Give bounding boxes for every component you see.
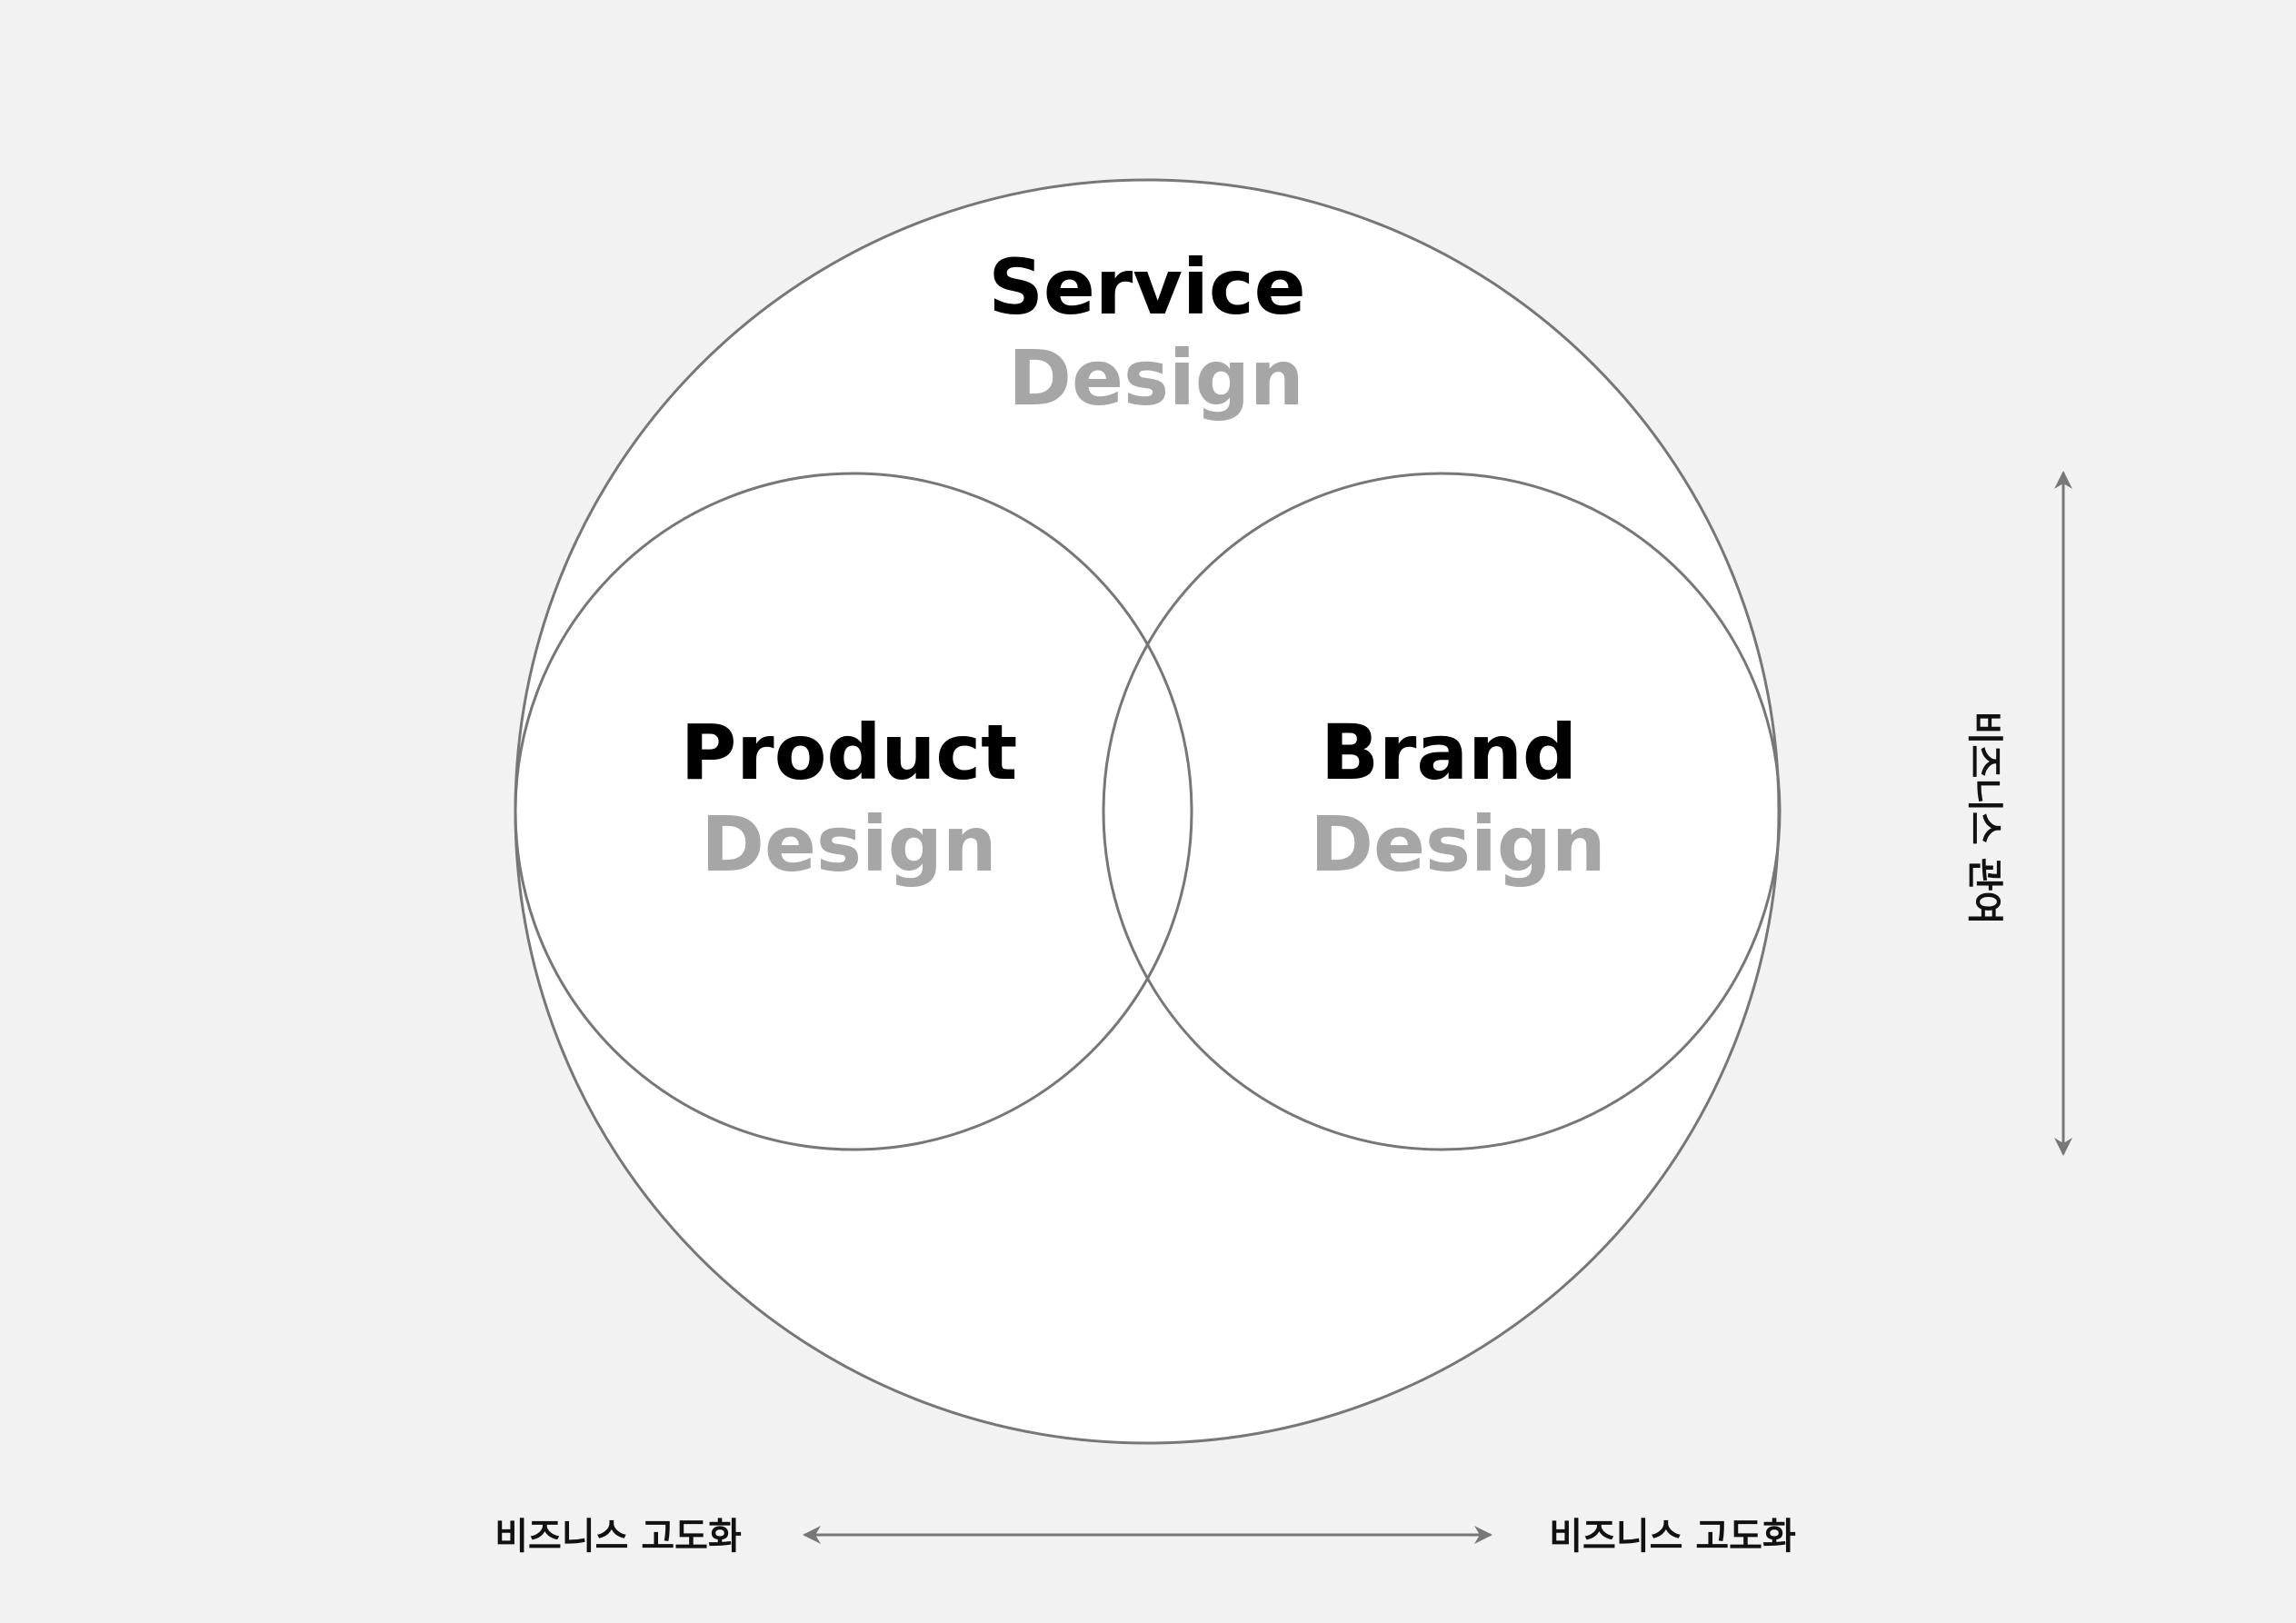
service-subtitle: Design bbox=[1008, 334, 1303, 423]
horizontal-axis-right-label: 비즈니스 고도화 bbox=[1549, 1516, 1796, 1558]
product-subtitle: Design bbox=[701, 800, 996, 889]
service-title: Service bbox=[988, 243, 1305, 332]
vertical-axis-label: 비즈니스 관여 bbox=[1963, 712, 2005, 925]
brand-title: Brand bbox=[1321, 708, 1577, 797]
horizontal-axis-left-label: 비즈니스 고도화 bbox=[494, 1516, 742, 1558]
brand-subtitle: Design bbox=[1310, 800, 1605, 889]
product-design-circle bbox=[514, 472, 1193, 1151]
product-title: Product bbox=[681, 708, 1018, 797]
brand-design-circle bbox=[1102, 472, 1782, 1151]
